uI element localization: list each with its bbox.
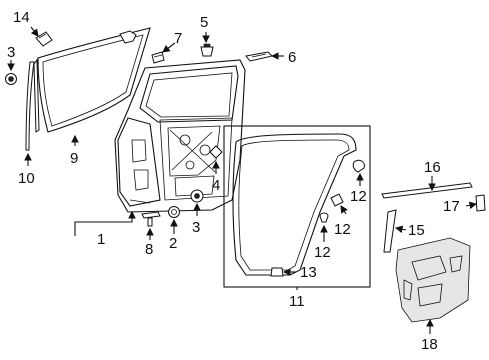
- callout-9: 9: [70, 150, 78, 167]
- weatherstrip-clip-part-b: [330, 193, 344, 207]
- callout-10: 10: [18, 170, 35, 187]
- callout-5: 5: [200, 14, 208, 31]
- callout-12-b: 12: [334, 221, 351, 238]
- leader-15: [394, 225, 407, 234]
- leader-14: [30, 26, 39, 37]
- access-panel-part: [395, 237, 471, 323]
- bumper-part-lower: [190, 189, 204, 203]
- door-weatherstrip-box: [223, 125, 371, 288]
- door-weatherstrip-part: [25, 61, 35, 151]
- bumper-part-2: [168, 206, 180, 218]
- callout-14: 14: [13, 9, 30, 26]
- callout-13: 13: [300, 264, 317, 281]
- handle-cover-part: [35, 31, 53, 47]
- small-clip-part: [209, 145, 223, 159]
- moulding-end-part: [245, 51, 273, 62]
- callout-4: 4: [212, 177, 220, 194]
- weatherstrip-clip-part-c: [319, 212, 329, 223]
- leader-7: [162, 42, 176, 53]
- callout-18: 18: [421, 336, 438, 353]
- callout-12-a: 12: [350, 188, 367, 205]
- grommet-part: [200, 43, 214, 57]
- callout-1: 1: [97, 231, 105, 248]
- leader-12b: [340, 205, 348, 215]
- belt-moulding-part: [381, 182, 473, 199]
- weatherstrip-clip-part-a: [352, 159, 365, 173]
- callout-12-c: 12: [314, 244, 331, 261]
- rear-door-shell-part: [114, 59, 246, 213]
- leader-1: [74, 210, 136, 236]
- callout-16: 16: [424, 159, 441, 176]
- callout-7: 7: [174, 30, 182, 47]
- callout-2: 2: [169, 235, 177, 252]
- leader-lines: [7, 26, 478, 334]
- callout-15: 15: [408, 222, 425, 239]
- leader-17: [465, 201, 478, 210]
- moulding-cap-part: [475, 194, 486, 212]
- callout-6: 6: [288, 49, 296, 66]
- garnish-strip-part: [383, 209, 397, 253]
- callout-3-lower: 3: [192, 219, 200, 236]
- callout-8: 8: [145, 241, 153, 258]
- callout-3-upper: 3: [7, 44, 15, 61]
- callout-17: 17: [443, 198, 460, 215]
- door-check-part: [141, 211, 161, 227]
- clip-part: [151, 51, 165, 64]
- window-glass-part: [33, 27, 151, 133]
- callout-labels: 14 3 10 9 5 7 6 4 1 8 2 3 11 13 12 12 12…: [7, 9, 460, 353]
- bumper-part-upper: [5, 73, 17, 85]
- callout-11: 11: [289, 293, 305, 310]
